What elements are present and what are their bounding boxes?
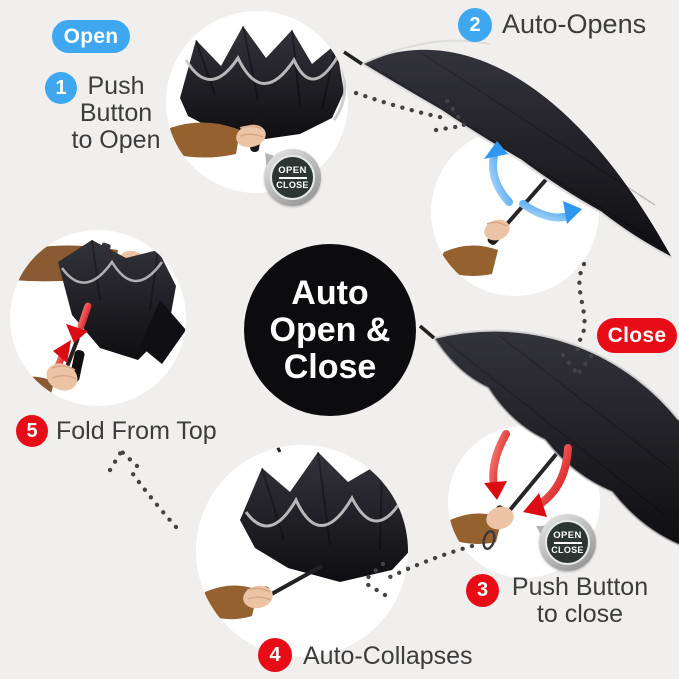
open-close-button-step3: OPEN CLOSE	[531, 514, 596, 571]
badge-ring-icon: OPEN CLOSE	[539, 514, 596, 571]
open-pill: Open	[52, 20, 130, 53]
step-3-line-1: Push Button	[511, 573, 649, 601]
badge-divider	[278, 177, 307, 179]
badge-ring-icon: OPEN CLOSE	[264, 149, 321, 206]
center-line-2: Open &	[269, 310, 391, 349]
fold-from-top-photo	[10, 239, 186, 406]
badge-open-text: OPEN	[553, 529, 582, 541]
step-3-number: 3	[466, 574, 499, 607]
step-1-line-3: to Open	[71, 126, 161, 154]
step-3-line-2: to close	[536, 600, 624, 628]
step-1-number: 1	[45, 72, 77, 104]
open-umbrella-photo	[343, 39, 673, 276]
closing-umbrella-photo	[418, 324, 679, 550]
blue-arrow-up-icon	[484, 141, 513, 206]
dotted-arrow-step4-to-step5	[130, 471, 179, 530]
step-3-label: Push Button to close	[504, 574, 656, 628]
dotted-arrow-step1-to-step2	[353, 90, 452, 122]
step-1-label: Push Button to Open	[63, 73, 169, 154]
close-pill: Close	[597, 318, 677, 353]
collapsing-umbrella-photo	[198, 445, 408, 620]
red-arrow-left-icon	[523, 444, 572, 517]
badge-open-text: OPEN	[278, 164, 307, 176]
dotted-arrow-step2-to-step3	[573, 261, 587, 359]
dotted-arrow-step3-to-step4	[387, 543, 475, 580]
center-line-3: Close	[283, 347, 377, 386]
auto-open-close-badge: Auto Open & Close	[244, 244, 416, 416]
step-1-line-2: Button	[79, 99, 153, 127]
open-close-button-step1: OPEN CLOSE	[257, 146, 321, 206]
step-2-label: Auto-Opens	[502, 9, 647, 39]
step-4-number: 4	[258, 638, 292, 672]
step-2-number: 2	[458, 8, 492, 42]
step-5-label: Fold From Top	[56, 417, 217, 445]
center-line-1: Auto	[291, 273, 369, 312]
step-5-number: 5	[16, 415, 48, 447]
badge-close-text: CLOSE	[276, 180, 309, 191]
folded-umbrella-photo	[166, 25, 347, 158]
blue-arrow-right-icon	[519, 200, 582, 224]
dotted-flow-arrows	[107, 90, 594, 598]
step-4-label: Auto-Collapses	[303, 642, 473, 670]
red-arrow-down-icon	[484, 430, 510, 500]
badge-close-text: CLOSE	[551, 545, 584, 556]
step-1-line-1: Push	[87, 72, 145, 100]
badge-divider	[553, 542, 582, 544]
